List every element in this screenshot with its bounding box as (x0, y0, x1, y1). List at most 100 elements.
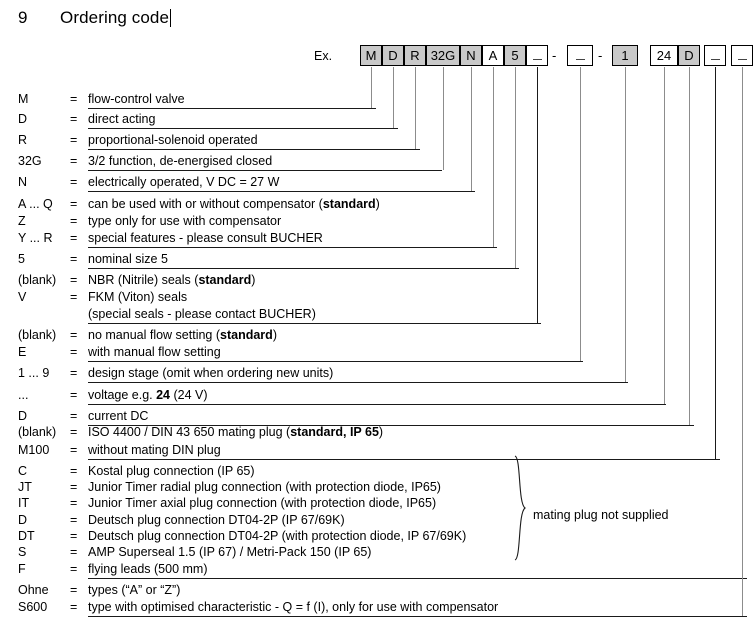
leader-underline (88, 128, 398, 129)
leader-underline (88, 382, 628, 383)
legend-equals: = (70, 545, 78, 559)
code-box-2[interactable]: R (404, 45, 426, 66)
leader-vline-0 (371, 67, 372, 108)
legend-key: S600 (18, 600, 48, 614)
legend-key: S (18, 545, 27, 559)
text-cursor (170, 9, 172, 27)
legend-key: M100 (18, 443, 50, 457)
code-box-13[interactable] (731, 45, 753, 66)
legend-value: Junior Timer radial plug connection (wit… (88, 480, 441, 494)
page-title: 9 Ordering code (18, 4, 172, 32)
leader-vline-6 (515, 67, 516, 268)
legend-value: electrically operated, V DC = 27 W (88, 175, 280, 189)
legend-value: flying leads (500 mm) (88, 562, 208, 576)
leader-vline-2 (415, 67, 416, 149)
legend-equals: = (70, 252, 78, 266)
legend-equals: = (70, 388, 78, 402)
legend-equals: = (70, 425, 78, 439)
legend-key: DT (18, 529, 35, 543)
legend-value: design stage (omit when ordering new uni… (88, 366, 334, 380)
legend-equals: = (70, 513, 78, 527)
blank-placeholder-mark (710, 58, 720, 60)
leader-underline (88, 247, 497, 248)
legend-value: proportional-solenoid operated (88, 133, 258, 147)
legend-equals: = (70, 112, 78, 126)
code-box-4[interactable]: N (460, 45, 482, 66)
code-box-3[interactable]: 32G (426, 45, 460, 66)
leader-underline (88, 323, 541, 324)
code-separator-0: - (552, 48, 557, 63)
legend-value: (special seals - please contact BUCHER) (88, 307, 316, 321)
leader-underline (88, 404, 666, 405)
legend-equals: = (70, 92, 78, 106)
legend-key: D (18, 112, 28, 126)
legend-equals: = (70, 197, 78, 211)
code-box-9[interactable]: 1 (612, 45, 638, 66)
leader-underline (88, 108, 376, 109)
legend-value: voltage e.g. 24 (24 V) (88, 388, 208, 402)
legend-value: ISO 4400 / DIN 43 650 mating plug (stand… (88, 425, 384, 439)
legend-key: Z (18, 214, 26, 228)
legend-key: 32G (18, 154, 42, 168)
legend-equals: = (70, 328, 78, 342)
legend-value: with manual flow setting (88, 345, 221, 359)
leader-vline-12 (715, 67, 716, 459)
code-box-1[interactable]: D (382, 45, 404, 66)
leader-underline (88, 616, 747, 617)
legend-equals: = (70, 273, 78, 287)
legend-value: special features - please consult BUCHER (88, 231, 323, 245)
legend-key: V (18, 290, 27, 304)
code-box-8[interactable] (567, 45, 593, 66)
leader-vline-last (742, 67, 743, 616)
leader-underline (88, 268, 519, 269)
legend-equals: = (70, 464, 78, 478)
leader-vline-11 (689, 67, 690, 425)
leader-underline (88, 361, 583, 362)
blank-placeholder-mark (532, 58, 542, 60)
code-box-10[interactable]: 24 (650, 45, 678, 66)
code-box-5[interactable]: A (482, 45, 504, 66)
code-box-11[interactable]: D (678, 45, 700, 66)
code-box-7[interactable] (526, 45, 548, 66)
section-title: Ordering code (60, 8, 170, 27)
legend-key: (blank) (18, 273, 57, 287)
legend-key: (blank) (18, 328, 57, 342)
legend-equals: = (70, 366, 78, 380)
legend-value: types (“A” or “Z”) (88, 583, 181, 597)
blank-placeholder-mark (737, 58, 747, 60)
legend-value: Deutsch plug connection DT04-2P (IP 67/6… (88, 513, 345, 527)
code-box-12[interactable] (704, 45, 726, 66)
legend-value: can be used with or without compensator … (88, 197, 380, 211)
legend-key: D (18, 513, 28, 527)
code-box-0[interactable]: M (360, 45, 382, 66)
legend-value: type with optimised characteristic - Q =… (88, 600, 499, 614)
legend-key: R (18, 133, 28, 147)
curly-brace-icon (514, 455, 526, 561)
legend-value: FKM (Viton) seals (88, 290, 188, 304)
leader-underline (88, 459, 720, 460)
legend-equals: = (70, 562, 78, 576)
legend-value: 3/2 function, de-energised closed (88, 154, 273, 168)
legend-value: Deutsch plug connection DT04-2P (with pr… (88, 529, 467, 543)
legend-key: ... (18, 388, 29, 402)
section-number: 9 (18, 8, 28, 27)
legend-equals: = (70, 231, 78, 245)
legend-equals: = (70, 133, 78, 147)
legend-value: no manual flow setting (standard) (88, 328, 277, 342)
legend-value: current DC (88, 409, 149, 423)
leader-vline-10 (664, 67, 665, 404)
legend-equals: = (70, 600, 78, 614)
code-box-6[interactable]: 5 (504, 45, 526, 66)
legend-key: 5 (18, 252, 25, 266)
leader-underline (88, 191, 475, 192)
legend-key: C (18, 464, 28, 478)
legend-key: D (18, 409, 28, 423)
legend-value: AMP Superseal 1.5 (IP 67) / Metri-Pack 1… (88, 545, 372, 559)
example-label: Ex. (314, 49, 333, 63)
legend-value: without mating DIN plug (88, 443, 221, 457)
legend-equals: = (70, 175, 78, 189)
leader-vline-1 (393, 67, 394, 128)
legend-key: (blank) (18, 425, 57, 439)
legend-value: nominal size 5 (88, 252, 168, 266)
legend-equals: = (70, 529, 78, 543)
